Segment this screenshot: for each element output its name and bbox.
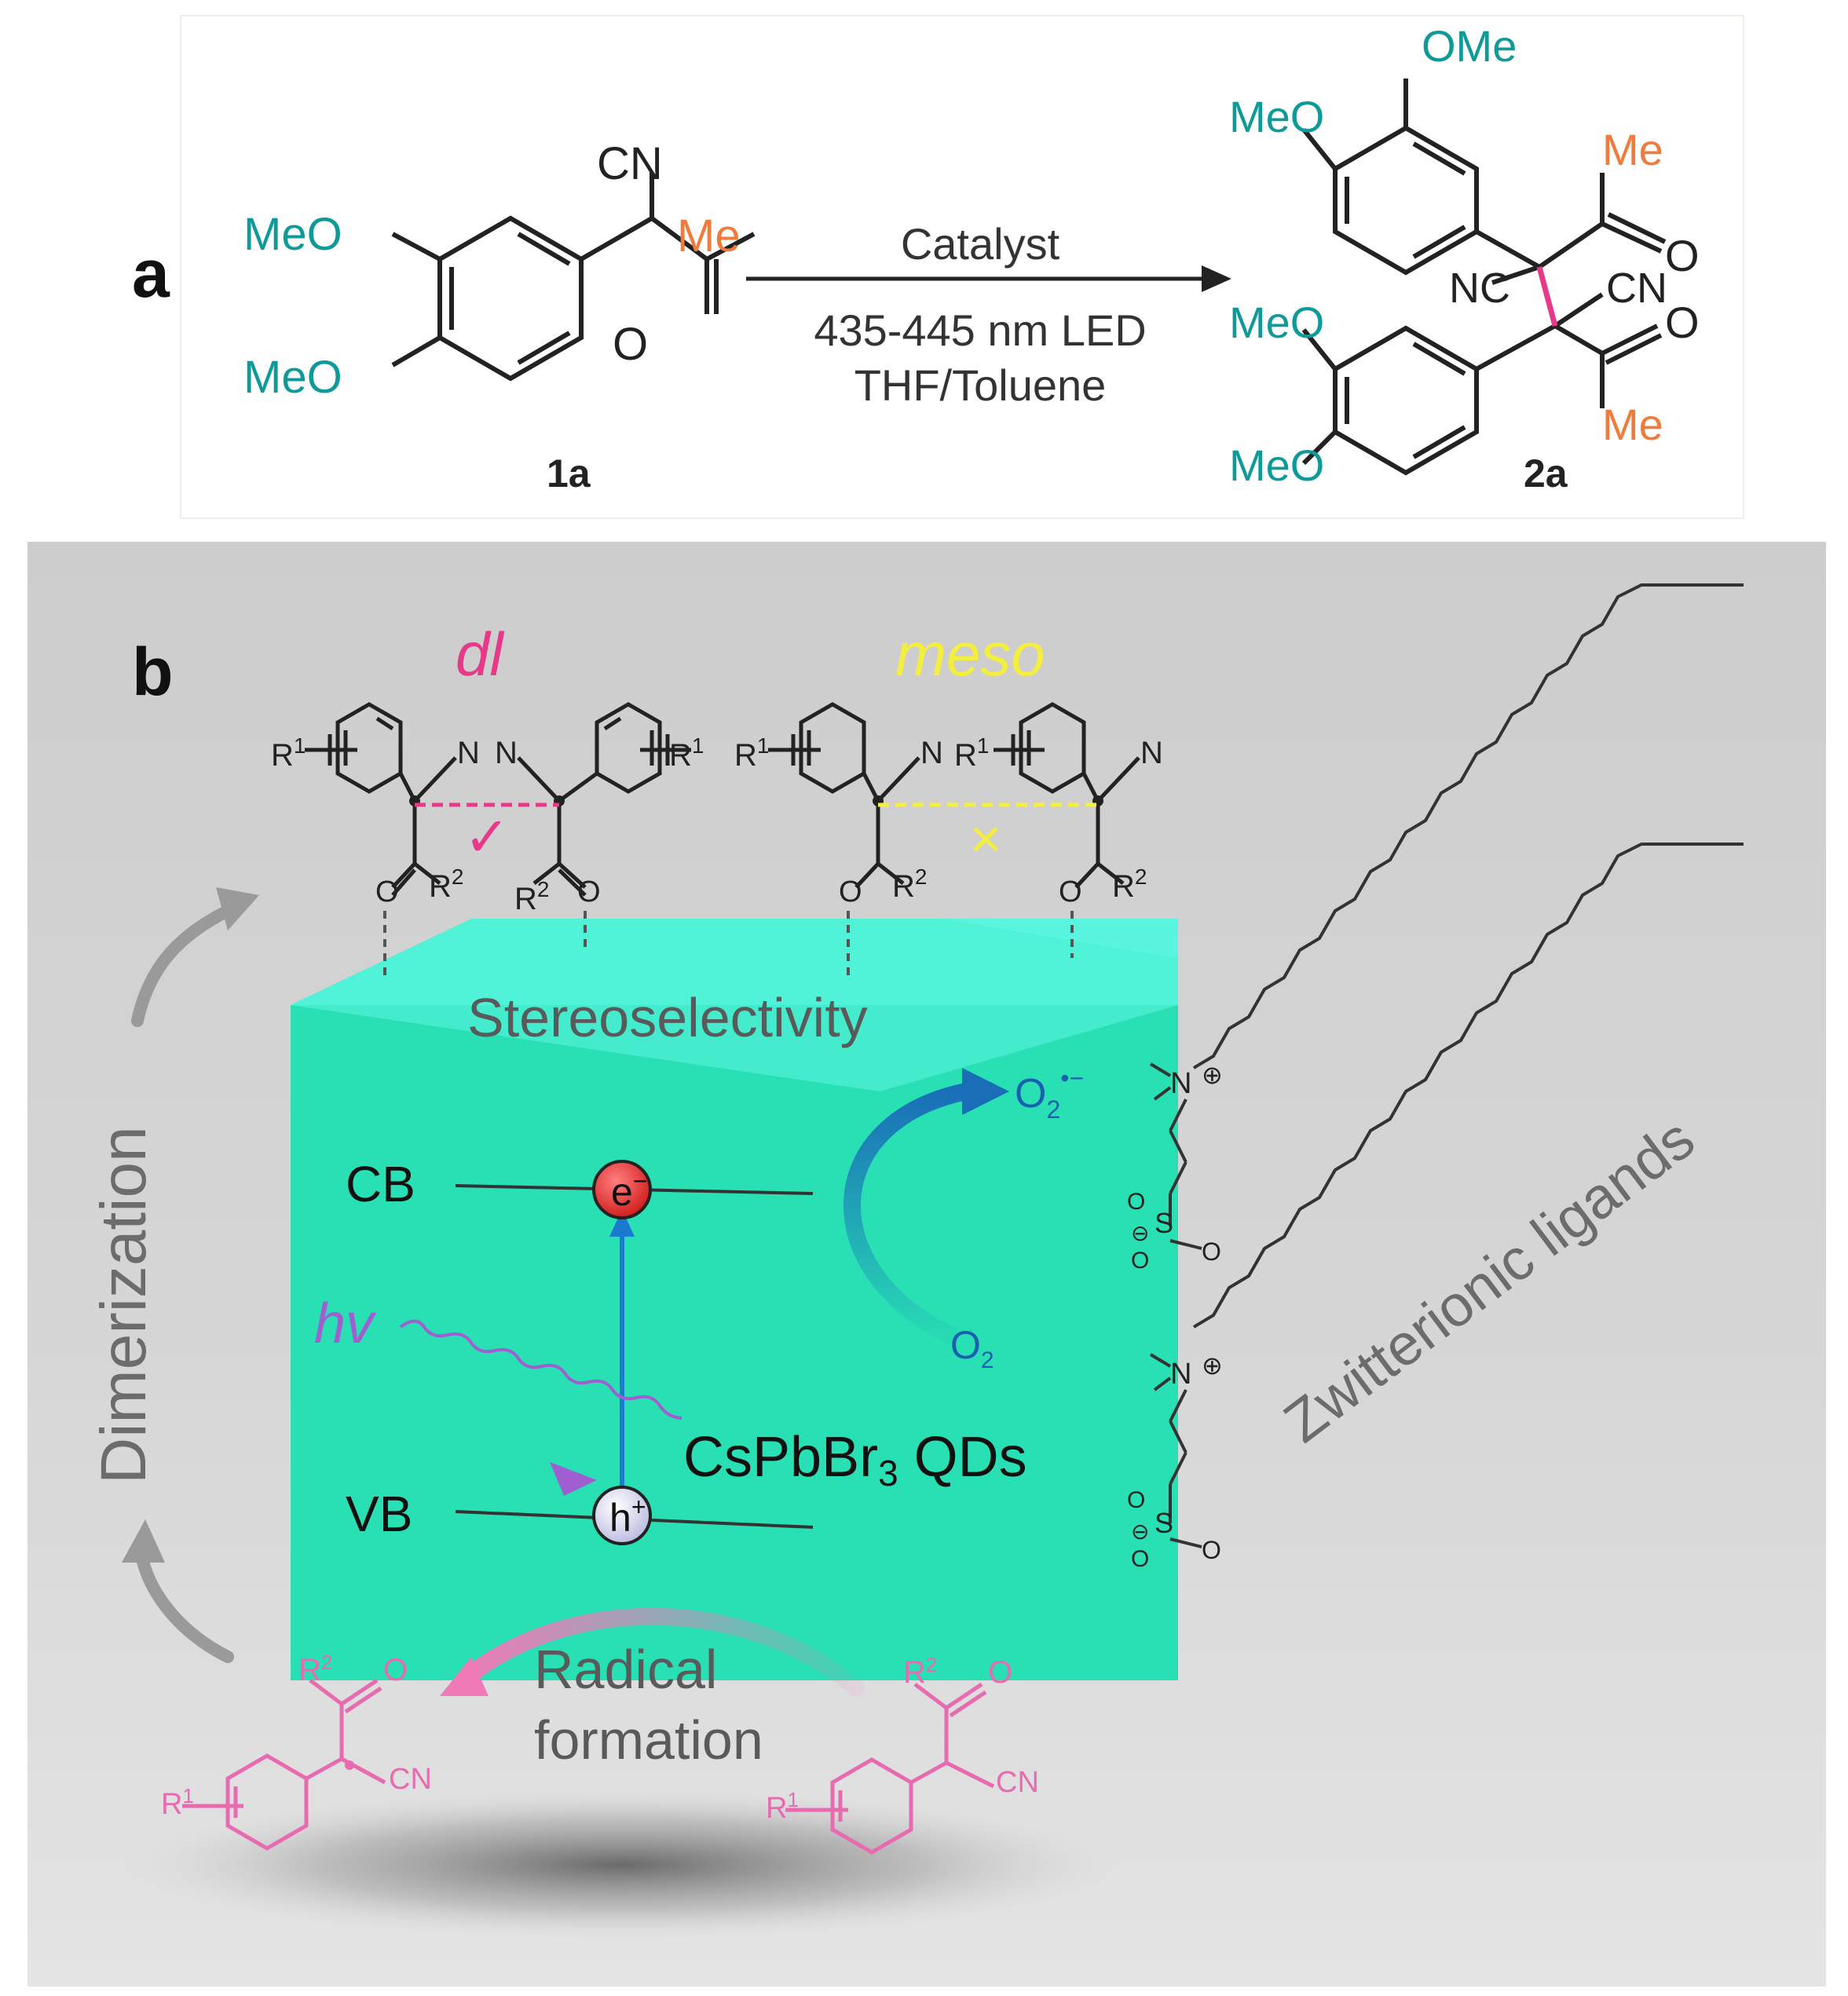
ligand-o-upper-3: O bbox=[1131, 1248, 1149, 1274]
o2-reduction-arc bbox=[843, 1083, 975, 1343]
radical-r1: R1 bbox=[161, 1784, 194, 1821]
reactant-o: O bbox=[613, 319, 648, 370]
arrow-catalyst: Catalyst bbox=[901, 219, 1060, 269]
radical-cn: CN bbox=[389, 1763, 432, 1796]
ligand-plus-lower: ⊕ bbox=[1202, 1351, 1223, 1380]
substrate-r1: R1 bbox=[766, 1788, 799, 1825]
superoxide-label: O2•− bbox=[1015, 1064, 1084, 1124]
arrow-light: 435-445 nm LED bbox=[814, 305, 1146, 355]
product-meo-lower2: MeO bbox=[1229, 441, 1324, 490]
dimerization-label: Dimerization bbox=[88, 1126, 159, 1484]
dimerization-arrow-top bbox=[131, 905, 234, 1027]
meso-n-left: N bbox=[920, 736, 943, 770]
ligand-o-lower-1: O bbox=[1202, 1536, 1221, 1564]
radical-label-2: formation bbox=[534, 1709, 763, 1771]
product-nc: NC bbox=[1449, 265, 1510, 312]
dl-label: dl bbox=[456, 620, 505, 689]
arrow-solvent: THF/Toluene bbox=[854, 360, 1107, 410]
cb-label: CB bbox=[346, 1156, 415, 1212]
ligand-o-lower-2: O bbox=[1127, 1487, 1145, 1513]
qds-label: CsPbBr3 QDs bbox=[683, 1426, 1027, 1493]
product-new-bond bbox=[1536, 266, 1558, 327]
reaction-arrowhead bbox=[1202, 265, 1231, 292]
ligand-minus-upper: ⊖ bbox=[1131, 1221, 1149, 1245]
meso-o-right: O bbox=[1059, 876, 1082, 908]
radical-r2: R2 bbox=[298, 1651, 332, 1687]
o2-label: O2 bbox=[950, 1323, 994, 1373]
reactant-id: 1a bbox=[547, 451, 591, 495]
dl-n-right: N bbox=[495, 736, 518, 770]
substrate-o: O bbox=[988, 1655, 1012, 1690]
hv-label: hv bbox=[314, 1292, 377, 1355]
ligand-minus-lower: ⊖ bbox=[1131, 1519, 1149, 1544]
dl-check: ✓ bbox=[464, 806, 510, 868]
dl-r2-left: R2 bbox=[429, 865, 463, 904]
hole-label: h+ bbox=[609, 1493, 646, 1540]
dl-r1-left: R1 bbox=[271, 733, 306, 773]
product-me-upper: Me bbox=[1602, 125, 1663, 174]
ligand-headgroup-lower bbox=[1149, 1353, 1202, 1548]
product-id: 2a bbox=[1524, 451, 1568, 495]
alkyl-chain-upper bbox=[1192, 583, 1744, 1069]
panel-b-label: b bbox=[132, 634, 174, 710]
reactant-cn: CN bbox=[597, 138, 663, 189]
dl-r1-right: R1 bbox=[669, 733, 704, 773]
ligand-n-upper: N bbox=[1170, 1067, 1191, 1100]
hole-circle bbox=[592, 1486, 652, 1545]
electron-circle bbox=[592, 1160, 652, 1219]
substrate-molecule bbox=[785, 1682, 995, 1855]
meso-r2-left: R2 bbox=[892, 865, 927, 904]
radical-formation-arc bbox=[455, 1607, 865, 1697]
dl-o-right: O bbox=[577, 876, 601, 908]
meso-n-right: N bbox=[1140, 736, 1163, 770]
dimerization-arrow-bottom bbox=[135, 1548, 234, 1663]
surface-connectors bbox=[383, 911, 1074, 982]
ligand-o-upper-2: O bbox=[1127, 1189, 1145, 1215]
meso-o-left: O bbox=[839, 876, 862, 908]
radical-label-1: Radical bbox=[534, 1639, 717, 1700]
reactant-1a-structure bbox=[391, 173, 756, 382]
panel-b: b dl meso bbox=[27, 542, 1826, 1987]
ligand-o-lower-3: O bbox=[1131, 1546, 1149, 1572]
stereoselectivity-label: Stereoselectivity bbox=[467, 987, 868, 1048]
ligand-s-lower: S bbox=[1155, 1507, 1173, 1539]
electron-label: e− bbox=[611, 1167, 648, 1214]
dl-n-left: N bbox=[457, 736, 480, 770]
product-ome-top: OMe bbox=[1422, 21, 1517, 71]
meso-r1-right: R1 bbox=[954, 733, 989, 773]
radical-o: O bbox=[383, 1653, 408, 1687]
meso-cross: × bbox=[970, 808, 1002, 869]
ligand-o-upper-1: O bbox=[1202, 1237, 1221, 1266]
product-me-lower: Me bbox=[1602, 400, 1663, 449]
meso-r1-left: R1 bbox=[734, 733, 769, 773]
panel-a-label: a bbox=[132, 236, 170, 312]
reactant-me: Me bbox=[677, 210, 741, 261]
dl-pair bbox=[305, 702, 691, 897]
cube-front bbox=[291, 1005, 1178, 1680]
vb-label: VB bbox=[346, 1486, 412, 1542]
dl-r2-right: R2 bbox=[514, 877, 549, 916]
product-meo-lower1: MeO bbox=[1229, 298, 1324, 347]
product-2a-structure bbox=[1301, 79, 1667, 476]
ligand-plus-upper: ⊕ bbox=[1202, 1061, 1223, 1089]
ligand-headgroup-upper bbox=[1149, 1062, 1202, 1250]
panel-a: a MeO MeO CN Me O 1a Catalyst 4 bbox=[132, 15, 1744, 519]
reactant-meo-top: MeO bbox=[243, 209, 342, 260]
reactant-meo-bottom: MeO bbox=[243, 352, 342, 403]
ligand-n-lower: N bbox=[1170, 1358, 1191, 1391]
product-o-upper: O bbox=[1665, 231, 1700, 280]
meso-r2-right: R2 bbox=[1112, 865, 1147, 904]
meso-label: meso bbox=[895, 620, 1045, 689]
product-meo-upper: MeO bbox=[1229, 92, 1324, 141]
hv-wave bbox=[399, 1319, 682, 1420]
ligand-s-upper: S bbox=[1155, 1207, 1173, 1239]
substrate-cn: CN bbox=[996, 1766, 1039, 1799]
alkyl-chain-lower bbox=[1192, 843, 1744, 1329]
product-o-lower: O bbox=[1665, 298, 1700, 347]
cube-shadow bbox=[118, 1790, 1123, 1939]
dl-o-left: O bbox=[375, 876, 399, 908]
substrate-r2: R2 bbox=[903, 1653, 937, 1690]
product-cn: CN bbox=[1606, 265, 1667, 312]
